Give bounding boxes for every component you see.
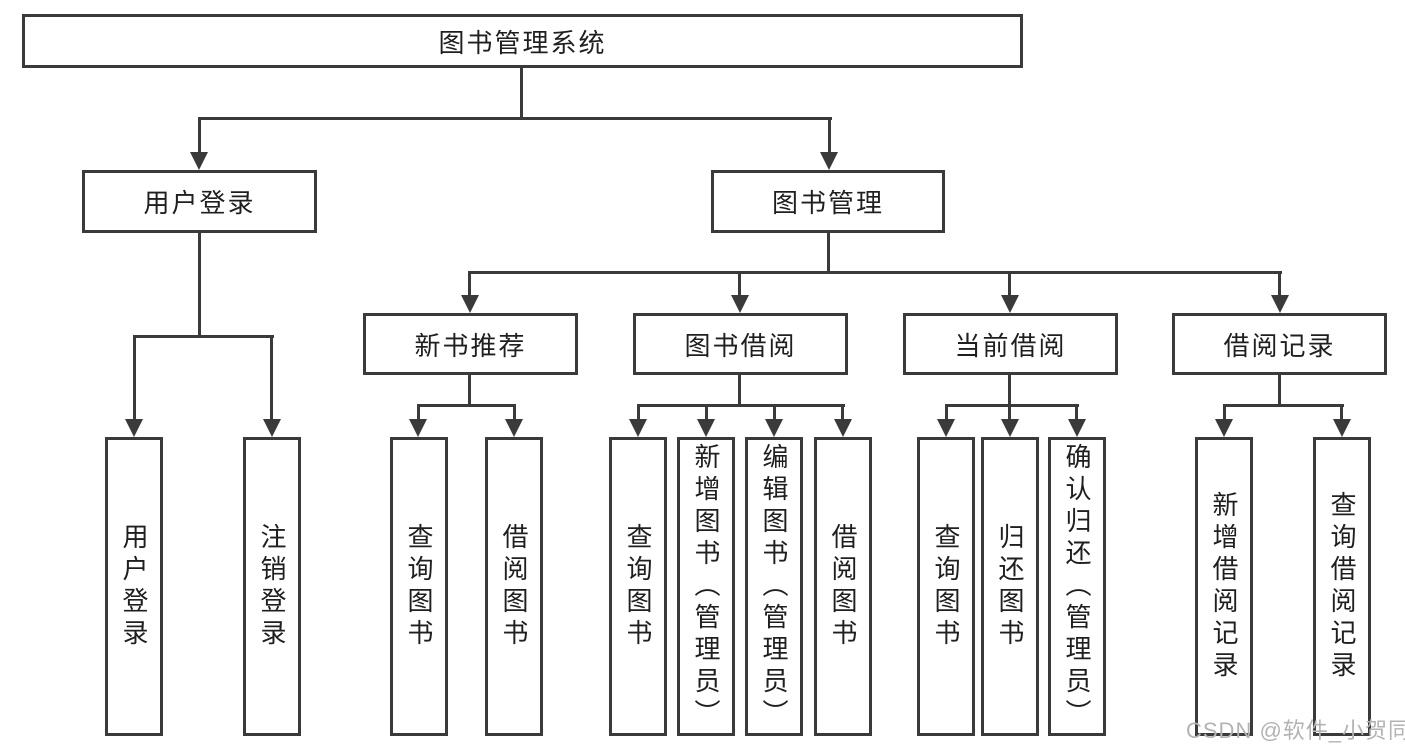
edge-line — [468, 271, 471, 298]
edge-line — [270, 335, 273, 421]
node-book-management: 图书管理 — [711, 170, 945, 233]
node-library-system: 图书管理系统 — [22, 14, 1023, 68]
arrow-down-icon — [1333, 419, 1351, 437]
watermark: CSDN @软件_小贺同学 — [1186, 718, 1405, 743]
arrow-down-icon — [629, 419, 647, 437]
edge-line — [198, 117, 201, 154]
leaf-query-books-borrowing: 查询图书 — [609, 437, 667, 736]
edge-line — [738, 375, 741, 407]
leaf-borrow-books-recommend-label: 借阅图书 — [499, 522, 529, 651]
leaf-query-borrow-record-label: 查询借阅记录 — [1327, 490, 1357, 683]
edge-line — [637, 404, 640, 421]
arrow-down-icon — [409, 419, 427, 437]
leaf-query-books-recommend-label: 查询图书 — [404, 522, 434, 651]
leaf-confirm-return-admin: 确认归还（管理员） — [1048, 437, 1106, 736]
edge-line — [417, 404, 516, 407]
edge-line — [827, 233, 830, 274]
node-new-book-recommendation: 新书推荐 — [363, 313, 578, 375]
edge-line — [520, 68, 523, 119]
leaf-add-book-admin-label: 新增图书（管理员） — [691, 442, 721, 731]
node-book-borrowing-label: 图书借阅 — [684, 330, 797, 361]
leaf-borrow-books-recommend: 借阅图书 — [485, 437, 543, 736]
node-new-book-recommendation-label: 新书推荐 — [414, 330, 527, 361]
edge-line — [841, 404, 844, 421]
edge-line — [1223, 404, 1344, 407]
arrow-down-icon — [697, 419, 715, 437]
arrow-down-icon — [1271, 295, 1289, 313]
arrow-down-icon — [263, 419, 281, 437]
edge-line — [1008, 404, 1011, 421]
edge-line — [469, 271, 1282, 274]
leaf-return-book-label: 归还图书 — [995, 522, 1025, 651]
node-borrowing-records-label: 借阅记录 — [1223, 330, 1336, 361]
edge-line — [1340, 404, 1343, 421]
arrow-down-icon — [820, 152, 838, 170]
node-borrowing-records: 借阅记录 — [1172, 313, 1387, 375]
edge-line — [945, 404, 948, 421]
arrow-down-icon — [461, 295, 479, 313]
edge-line — [198, 117, 832, 120]
edge-line — [417, 404, 420, 421]
edge-line — [1075, 404, 1078, 421]
node-current-borrowing-label: 当前借阅 — [954, 330, 1067, 361]
edge-line — [705, 404, 708, 421]
node-book-borrowing: 图书借阅 — [633, 313, 848, 375]
arrow-down-icon — [1001, 419, 1019, 437]
edge-line — [513, 404, 516, 421]
arrow-down-icon — [731, 295, 749, 313]
arrow-down-icon — [125, 419, 143, 437]
leaf-confirm-return-admin-label: 确认归还（管理员） — [1062, 442, 1092, 731]
node-user-login-label: 用户登录 — [143, 188, 256, 218]
leaf-query-books-current-label: 查询图书 — [931, 522, 961, 651]
arrow-down-icon — [1001, 295, 1019, 313]
edge-line — [198, 233, 201, 338]
edge-line — [133, 335, 136, 421]
leaf-user-login-label: 用户登录 — [119, 522, 149, 651]
arrow-down-icon — [1068, 419, 1086, 437]
arrow-down-icon — [505, 419, 523, 437]
leaf-edit-book-admin-label: 编辑图书（管理员） — [759, 442, 789, 731]
edge-line — [945, 404, 1079, 407]
edge-line — [773, 404, 776, 421]
arrow-down-icon — [765, 419, 783, 437]
edge-line — [1278, 271, 1281, 298]
arrow-down-icon — [190, 152, 208, 170]
leaf-query-borrow-record: 查询借阅记录 — [1313, 437, 1371, 736]
leaf-query-books-current: 查询图书 — [917, 437, 975, 736]
node-current-borrowing: 当前借阅 — [903, 313, 1118, 375]
edge-line — [1008, 271, 1011, 298]
leaf-edit-book-admin: 编辑图书（管理员） — [745, 437, 803, 736]
leaf-borrow-books-borrowing: 借阅图书 — [814, 437, 872, 736]
edge-line — [468, 375, 471, 407]
leaf-user-login: 用户登录 — [105, 437, 163, 736]
leaf-return-book: 归还图书 — [981, 437, 1039, 736]
leaf-add-book-admin: 新增图书（管理员） — [677, 437, 735, 736]
leaf-logout-label: 注销登录 — [257, 522, 287, 651]
arrow-down-icon — [1215, 419, 1233, 437]
node-user-login: 用户登录 — [82, 170, 317, 233]
arrow-down-icon — [834, 419, 852, 437]
leaf-add-borrow-record-label: 新增借阅记录 — [1209, 490, 1239, 683]
edge-line — [133, 335, 274, 338]
arrow-down-icon — [937, 419, 955, 437]
edge-line — [637, 404, 845, 407]
leaf-logout: 注销登录 — [243, 437, 301, 736]
edge-line — [828, 117, 831, 154]
leaf-borrow-books-borrowing-label: 借阅图书 — [828, 522, 858, 651]
edge-line — [1223, 404, 1226, 421]
edge-line — [1278, 375, 1281, 407]
node-book-management-label: 图书管理 — [771, 188, 884, 218]
leaf-query-books-recommend: 查询图书 — [390, 437, 448, 736]
edge-line — [738, 271, 741, 298]
leaf-query-books-borrowing-label: 查询图书 — [623, 522, 653, 651]
node-library-system-label: 图书管理系统 — [438, 27, 607, 58]
edge-line — [1008, 375, 1011, 407]
leaf-add-borrow-record: 新增借阅记录 — [1195, 437, 1253, 736]
